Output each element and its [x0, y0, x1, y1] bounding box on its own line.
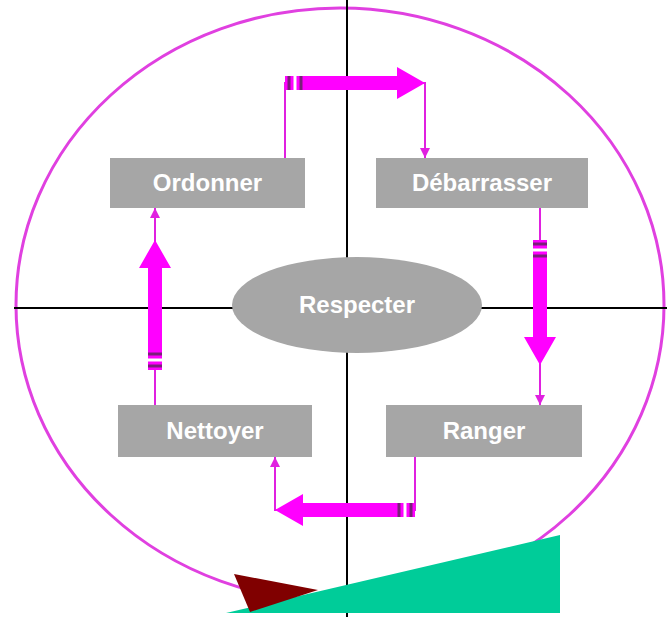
- cycle-connector: [270, 457, 415, 526]
- arrow-tail-stripe: [148, 353, 162, 356]
- arrow-head: [420, 148, 430, 158]
- cycle-connector: [285, 67, 430, 158]
- arrow-head: [270, 457, 280, 467]
- step-box: Ranger: [386, 405, 582, 457]
- flow-arrow: [275, 494, 415, 526]
- wheel-chock: [234, 574, 318, 612]
- arrow-head: [150, 208, 160, 218]
- center-ellipse: Respecter: [232, 257, 482, 353]
- flow-arrow: [285, 67, 425, 99]
- step-box: Débarrasser: [376, 158, 588, 208]
- cycle-circle: [16, 8, 664, 602]
- step-label: Ranger: [443, 417, 526, 446]
- step-label: Respecter: [299, 291, 415, 320]
- arrow-tail-stripe: [300, 76, 303, 90]
- arrow-tail-stripe: [288, 76, 291, 90]
- arrow-tail-stripe: [533, 255, 547, 258]
- flow-arrow: [524, 240, 556, 365]
- step-label: Nettoyer: [166, 417, 263, 446]
- cycle-connector: [524, 208, 556, 405]
- cycle-connector: [139, 208, 171, 405]
- step-box: Ordonner: [110, 158, 305, 208]
- arrow-tail-stripe: [533, 249, 547, 252]
- flow-arrow: [139, 240, 171, 370]
- arrow-tail-stripe: [148, 365, 162, 368]
- step-label: Débarrasser: [412, 169, 552, 198]
- arrow-tail-stripe: [404, 503, 407, 517]
- slope-wedge: [226, 535, 560, 613]
- arrow-tail-stripe: [294, 76, 297, 90]
- step-box: Nettoyer: [118, 405, 312, 457]
- arrow-tail-stripe: [148, 359, 162, 362]
- arrow-tail-stripe: [410, 503, 413, 517]
- step-label: Ordonner: [153, 169, 262, 198]
- arrow-tail-stripe: [533, 243, 547, 246]
- arrow-head: [535, 395, 545, 405]
- arrow-tail-stripe: [398, 503, 401, 517]
